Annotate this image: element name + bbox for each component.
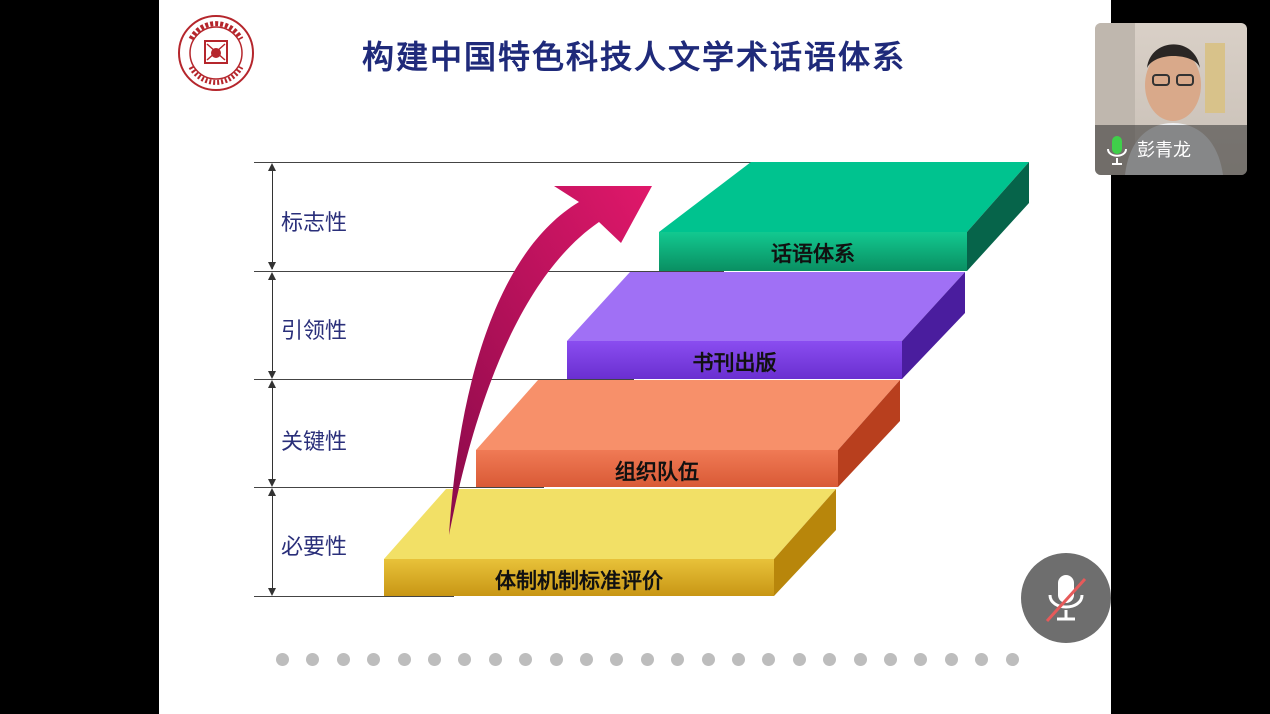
slide-page-indicator[interactable]: [276, 653, 1026, 667]
page-dot[interactable]: [549, 653, 563, 666]
arrowhead-up-icon: [268, 380, 276, 388]
level-line: [254, 596, 454, 597]
arrowhead-up-icon: [268, 163, 276, 171]
dimension-line: [272, 490, 273, 594]
page-dot[interactable]: [792, 653, 806, 666]
slide-title: 构建中国特色科技人文学术话语体系: [361, 38, 906, 76]
page-dot[interactable]: [671, 653, 685, 666]
dimension-line: [272, 274, 273, 377]
step-label-team: 组织队伍: [615, 460, 699, 484]
page-dot[interactable]: [580, 653, 593, 666]
page-dot[interactable]: [428, 653, 441, 666]
arrowhead-up-icon: [268, 488, 276, 496]
step-3-top: [476, 380, 900, 450]
step-top-side: [967, 162, 1029, 271]
step-3-side: [838, 380, 900, 487]
page-dot[interactable]: [458, 653, 472, 666]
level-line: [254, 487, 544, 488]
step-bottom-top: [384, 489, 836, 559]
staircase-diagram: [384, 162, 1029, 596]
page-dot[interactable]: [519, 653, 533, 666]
page-dot[interactable]: [853, 653, 867, 666]
step-bottom-front: [384, 559, 774, 596]
page-dot[interactable]: [367, 653, 381, 666]
page-dot[interactable]: [701, 653, 715, 666]
page-dot[interactable]: [397, 653, 411, 666]
step-2-side: [902, 272, 965, 379]
level-line: [254, 379, 634, 380]
participant-name: 彭青龙: [1137, 140, 1191, 161]
page-dot[interactable]: [884, 653, 897, 666]
page-dot[interactable]: [823, 653, 837, 666]
page-dot[interactable]: [640, 653, 654, 666]
step-label-institution: 体制机制标准评价: [495, 569, 663, 593]
step-top-front: [659, 232, 967, 271]
microphone-icon: [1107, 136, 1127, 165]
side-label-necessary: 必要性: [281, 535, 348, 560]
level-line: [254, 162, 814, 163]
microphone-muted-icon: [1045, 575, 1087, 623]
arrowhead-up-icon: [268, 272, 276, 280]
level-line: [254, 271, 724, 272]
dimension-line: [272, 165, 273, 269]
mute-toggle-button[interactable]: [1021, 553, 1111, 643]
page-dot[interactable]: [975, 653, 989, 666]
university-logo: [178, 15, 254, 91]
page-dot[interactable]: [1005, 653, 1019, 666]
page-dot[interactable]: [732, 653, 745, 666]
presentation-slide: 构建中国特色科技人文学术话语体系 标志性 引领性 关键性 必要性: [159, 0, 1111, 714]
page-dot[interactable]: [336, 653, 350, 666]
arrowhead-down-icon: [268, 479, 276, 487]
arrowhead-down-icon: [268, 588, 276, 596]
step-label-discourse-system: 话语体系: [771, 242, 855, 266]
growth-arrow-icon: [449, 186, 652, 535]
side-label-key: 关键性: [281, 430, 348, 455]
page-dot[interactable]: [944, 653, 958, 666]
step-bottom-side: [774, 489, 836, 596]
page-dot[interactable]: [762, 653, 776, 666]
step-2-front: [567, 341, 902, 379]
dimension-line: [272, 382, 273, 485]
page-dot[interactable]: [914, 653, 928, 666]
participant-video-tile[interactable]: 彭青龙: [1095, 23, 1247, 175]
page-dot[interactable]: [276, 653, 289, 666]
participant-caption: 彭青龙: [1095, 125, 1247, 175]
step-3-front: [476, 450, 838, 487]
page-dot[interactable]: [306, 653, 320, 666]
step-2-top: [567, 272, 965, 341]
page-dot[interactable]: [488, 653, 502, 666]
page-dot[interactable]: [610, 653, 624, 666]
step-top-top: [659, 162, 1029, 232]
side-label-leading: 引领性: [281, 319, 348, 344]
side-label-landmark: 标志性: [281, 211, 348, 236]
arrowhead-down-icon: [268, 262, 276, 270]
step-label-publishing: 书刊出版: [692, 351, 777, 375]
arrowhead-down-icon: [268, 371, 276, 379]
